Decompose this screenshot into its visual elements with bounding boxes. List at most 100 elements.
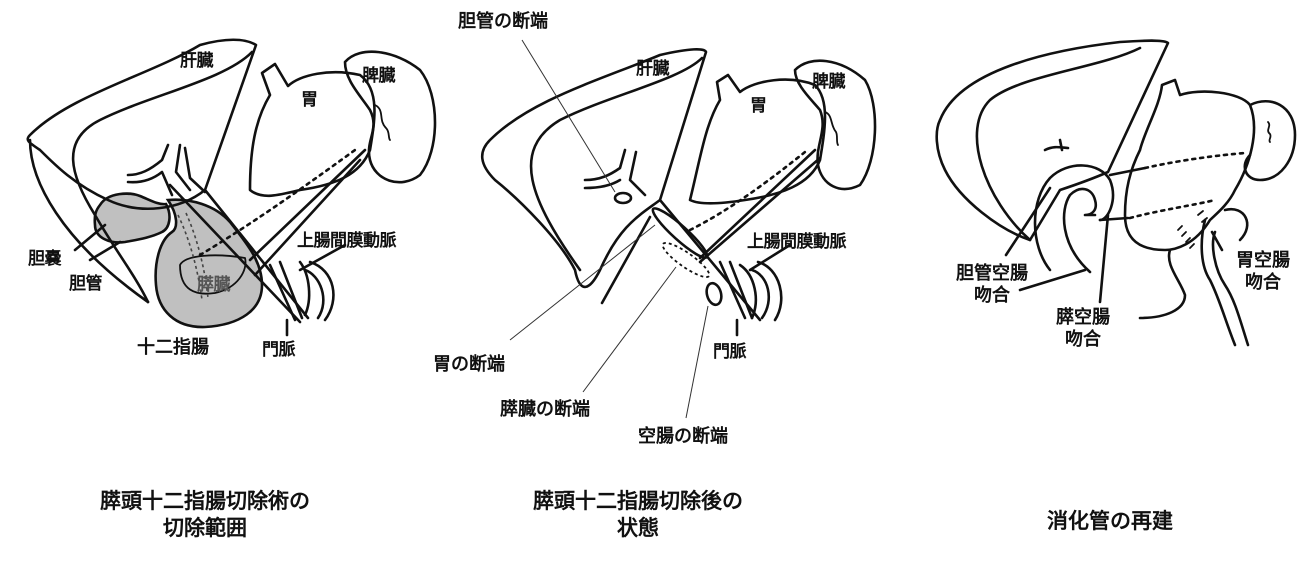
- label-hepaticojejunostomy: 胆管空腸 吻合: [944, 263, 1040, 307]
- efferent-limb-2: [1200, 218, 1237, 347]
- hepatic-duct-2c: [628, 150, 647, 197]
- label-stomach-stump: 胃の断端: [433, 354, 505, 375]
- jejunum-loop-2: [308, 260, 335, 322]
- portal-vein-2b: [728, 260, 754, 320]
- caption-panel-1: 膵頭十二指腸切除術の 切除範囲: [55, 488, 355, 542]
- resection-area-gallbladder: [93, 192, 171, 244]
- pancreas-body-upper-2: [698, 148, 817, 260]
- splenic-hilum: [374, 104, 391, 141]
- caption-panel-2-line1: 膵頭十二指腸切除後の: [533, 489, 743, 513]
- spleen-outline-2: [793, 59, 877, 191]
- label-sma: 上腸間膜動脈: [297, 231, 397, 251]
- label-portal-vein-2: 門脈: [713, 342, 747, 362]
- bile-duct-stump: [613, 191, 633, 205]
- label-pancreas-stump: 膵臓の断端: [500, 399, 590, 420]
- caption-panel-2: 膵頭十二指腸切除後の 状態: [488, 488, 788, 542]
- vessel-line-2a: [658, 198, 762, 322]
- label-hepaticojejunostomy-line2: 吻合: [974, 285, 1010, 306]
- label-stomach-2: 胃: [750, 96, 767, 116]
- suture-marks: [1177, 210, 1208, 249]
- dashed-lower-3: [1128, 198, 1217, 220]
- panel-1-illustration: [26, 38, 437, 337]
- liver-outline-2: [481, 48, 708, 289]
- spleen-outline: [343, 50, 437, 184]
- caption-panel-1-line1: 膵頭十二指腸切除術の: [100, 489, 310, 513]
- label-gallbladder: 胆嚢: [28, 249, 62, 269]
- spleen-outline-3: [1243, 99, 1297, 182]
- hepatic-duct-right2: [183, 146, 207, 194]
- gallbladder-pointer: [73, 223, 107, 252]
- jejunum-loop-2b: [756, 260, 783, 322]
- label-pancreaticojejunostomy-line2: 吻合: [1065, 329, 1101, 350]
- stomach-remnant: [1123, 78, 1256, 252]
- label-pancreas: 膵臓: [197, 275, 231, 295]
- caption-panel-2-line2: 状態: [617, 516, 659, 540]
- sma-2: [738, 263, 757, 320]
- stomach-outline: [248, 62, 376, 198]
- label-duodenum: 十二指腸: [137, 337, 209, 358]
- label-liver-2: 肝臓: [636, 59, 670, 79]
- label-pancreaticojejunostomy: 膵空腸 吻合: [1045, 307, 1121, 351]
- label-spleen-2: 脾臓: [812, 72, 846, 92]
- liver-outline: [26, 38, 258, 210]
- jejunum-stump: [705, 281, 723, 307]
- leader-stomach-stump: [509, 224, 656, 341]
- jejunum-loop-1: [303, 268, 325, 320]
- label-jejunum-stump: 空腸の断端: [638, 426, 728, 447]
- caption-panel-1-line2: 切除範囲: [163, 516, 247, 540]
- label-bile-duct-stump: 胆管の断端: [458, 11, 548, 32]
- label-bile-duct: 胆管: [69, 274, 103, 294]
- loop-top-line: [1108, 166, 1147, 177]
- pointer-gastrojejunostomy: [1210, 230, 1224, 252]
- panel-3-illustration: [935, 39, 1297, 347]
- label-spleen: 脾臓: [362, 66, 396, 86]
- pancreas-body-lower: [253, 158, 362, 277]
- hepatic-duct-right: [174, 143, 192, 192]
- stomach-outline-2: [688, 73, 827, 205]
- pancreas-tail-dashed: [198, 148, 357, 257]
- sma-pointer-2: [748, 243, 792, 272]
- label-sma-2: 上腸間膜動脈: [747, 232, 847, 252]
- jejunal-loop-outer: [1033, 164, 1115, 272]
- liver-lower-edge: [28, 138, 150, 304]
- portal-vein-line: [268, 263, 297, 322]
- portal-vein-line-2: [278, 260, 304, 320]
- jejunum-loop-2a: [750, 268, 771, 320]
- leader-bile-duct-stump: [521, 39, 616, 193]
- efferent-limb-3: [1211, 230, 1250, 347]
- liver-outline-3: [935, 39, 1170, 242]
- bile-duct-pointer: [88, 240, 122, 262]
- liver-inner-fold-3: [975, 46, 1142, 242]
- gastrojejunal-loop: [1223, 207, 1249, 242]
- dashed-upper-3: [1143, 151, 1247, 170]
- pancreas-inner-outline: [179, 254, 247, 295]
- splenic-hilum-3: [1267, 121, 1272, 143]
- jejunal-loop-inner: [1062, 187, 1098, 274]
- pancreas-stump: [661, 242, 711, 278]
- stomach-stump: [651, 207, 709, 259]
- leader-jejunum-stump: [685, 305, 709, 419]
- sma-line: [298, 260, 311, 317]
- pancreas-body-upper: [248, 148, 367, 262]
- inner-dashed-1: [177, 214, 203, 301]
- pancreas-body-lower-2: [698, 156, 822, 264]
- portal-vein-2: [718, 260, 747, 320]
- label-pancreaticojejunostomy-line1: 膵空腸: [1056, 307, 1110, 328]
- label-gastrojejunostomy-line1: 胃空腸: [1236, 250, 1290, 271]
- hepatic-duct-2a: [583, 148, 627, 182]
- loop-limb-1: [1018, 268, 1087, 292]
- efferent-limb-1: [1138, 248, 1187, 320]
- hepatic-duct-left-lower: [126, 170, 174, 197]
- splenic-hilum-2: [824, 111, 839, 146]
- vessel-line-1: [168, 183, 302, 324]
- liver-inner-fold-2: [529, 56, 704, 272]
- sma-pointer: [298, 243, 347, 272]
- label-stomach: 胃: [301, 90, 318, 110]
- label-gastrojejunostomy-line2: 吻合: [1245, 272, 1281, 293]
- label-liver: 肝臓: [180, 51, 214, 71]
- bile-duct-stub: [1058, 138, 1064, 152]
- label-gastrojejunostomy: 胃空腸 吻合: [1225, 250, 1301, 294]
- hepatic-duct-2b: [583, 178, 622, 190]
- leader-pancreas-stump: [582, 266, 677, 393]
- liver-inner-fold: [71, 50, 254, 304]
